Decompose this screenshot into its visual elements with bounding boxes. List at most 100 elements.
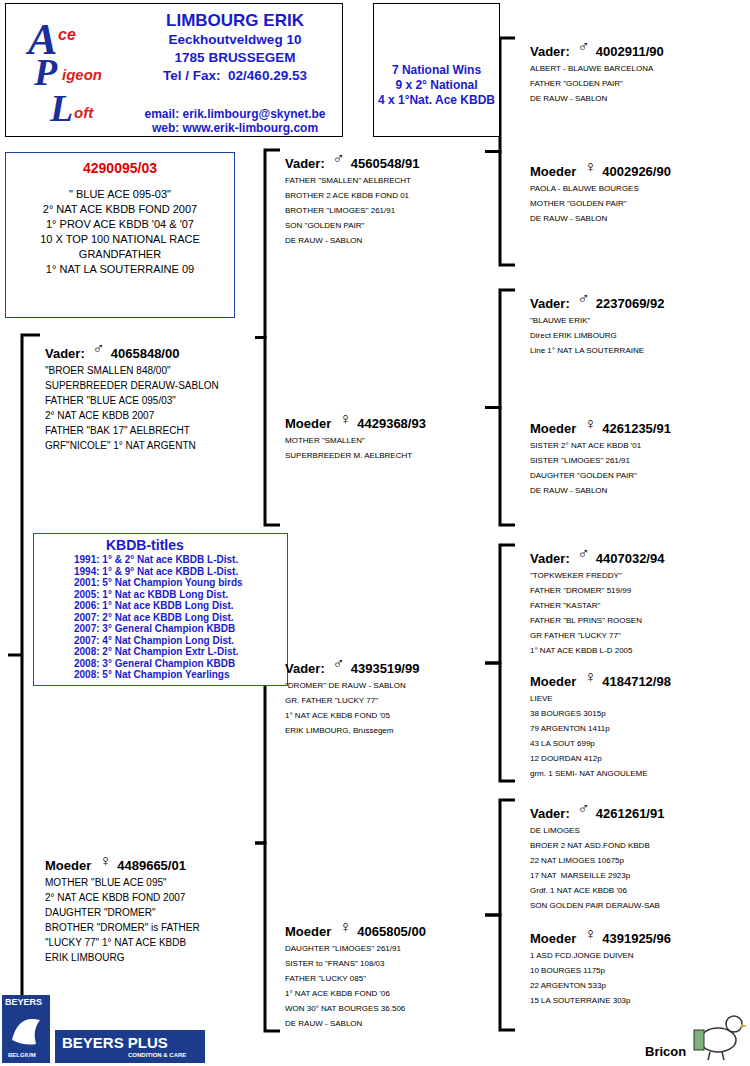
sex-symbol: ♀ <box>99 852 111 870</box>
entry-heading: Moeder♀4184712/98 <box>530 672 745 691</box>
entry-line: FATHER "BL PRINS" ROOSEN <box>530 613 745 628</box>
pedigree-entry: Vader:♂4393519/99"DROMER" DE RAUW - SABL… <box>280 655 485 755</box>
bricon-pigeon <box>694 1016 747 1060</box>
entry-line: BROER 2 NAT ASD.FOND KBDB <box>530 838 745 853</box>
parent-role: Vader: <box>285 155 325 173</box>
entry-line: DAUGHTER "DROMER" <box>45 905 255 920</box>
logo-letter: L <box>50 86 73 130</box>
entry-line: SUPERBREEDER DERAUW-SABLON <box>45 378 255 393</box>
ring-number: 4065805/00 <box>357 923 426 941</box>
sex-symbol: ♂ <box>333 655 345 673</box>
entry-line: SISTER to "FRANS" 108/03 <box>285 956 485 971</box>
logo-text: igeon <box>62 66 102 83</box>
address-block: LIMBOURG ERIKEeckhoutveldweg 101785 BRUS… <box>128 11 342 135</box>
entry-line: 1 ASD FCD.JONGE DUIVEN <box>530 948 745 963</box>
parent-role: Moeder <box>530 420 576 438</box>
entry-line: "DROMER" DE RAUW - SABLON <box>285 678 485 693</box>
parent-role: Moeder <box>45 857 91 875</box>
entry-line: DAUGHTER "LIMOGES" 261/91 <box>285 941 485 956</box>
entry-line: 17 NAT MARSEILLE 2923p <box>530 868 745 883</box>
breeder-name: LIMBOURG ERIK <box>128 11 342 31</box>
entry-heading: Moeder♀4391925/96 <box>530 929 745 948</box>
pedigree-bracket <box>255 338 280 526</box>
wins-line: 4 x 1°Nat. Ace KBDB <box>374 93 499 108</box>
beyers-logo <box>2 995 50 1063</box>
ring-number: 4429368/93 <box>357 415 426 433</box>
pedigree-bracket <box>485 408 515 526</box>
box-line: 10 X TOP 100 NATIONAL RACE <box>6 232 234 247</box>
sex-symbol: ♂ <box>578 38 590 56</box>
box-line: 2005: 1° Nat ac KBDB Long Dist. <box>74 589 283 601</box>
pedigree-entry: Vader:♂2237069/92"BLAUWE ERIK"Direct ERI… <box>515 290 745 395</box>
address-line: web: www.erik-limbourg.com <box>128 121 342 135</box>
sex-symbol: ♀ <box>584 925 596 943</box>
titles-box: KBDB-titles1991: 1° & 2° Nat ace KBDB L-… <box>33 533 288 686</box>
entry-line: SON "GOLDEN PAIR" <box>285 218 485 233</box>
entry-heading: Moeder♀4261235/91 <box>530 419 745 438</box>
box-line: " BLUE ACE 095-03" <box>6 187 234 202</box>
entry-heading: Vader:♂4065848/00 <box>45 344 255 363</box>
parent-role: Moeder <box>285 923 331 941</box>
entry-line: SUPERBREEDER M. AELBRECHT <box>285 448 485 463</box>
ring-number: 4560548/91 <box>351 155 420 173</box>
sex-symbol: ♀ <box>584 415 596 433</box>
entry-heading: Moeder♀4489665/01 <box>45 856 255 875</box>
pedigree-entry: Moeder♀4261235/91SISTER 2° NAT ACE KBDB … <box>515 415 745 525</box>
sponsor-name: Bricon <box>645 1044 686 1059</box>
entry-line: "LUCKY 77" 1° NAT ACE KBDB <box>45 935 255 950</box>
sex-symbol: ♀ <box>584 158 596 176</box>
box-line: 2006: 1° Nat ace KBDB Long Dist. <box>74 600 283 612</box>
entry-line: 15 LA SOUTERRAINE 303p <box>530 993 745 1008</box>
pedigree-bracket <box>485 915 515 1030</box>
box-line: 2008: 2° Nat Champion Extr L-Dist. <box>74 646 283 658</box>
entry-line: GR FATHER "LUCKY 77" <box>530 628 745 643</box>
entry-line: WON 30° NAT BOURGES 36.506 <box>285 1001 485 1016</box>
sex-symbol: ♂ <box>578 545 590 563</box>
entry-line: BROTHER "DROMER" is FATHER <box>45 920 255 935</box>
parent-role: Vader: <box>530 295 570 313</box>
entry-line: ERIK LIMBOURG, Brussegem <box>285 723 485 738</box>
sex-symbol: ♂ <box>578 800 590 818</box>
pedigree-bracket <box>485 290 515 408</box>
entry-heading: Moeder♀4429368/93 <box>285 414 485 433</box>
box-title: 4290095/03 <box>6 159 234 177</box>
entry-line: Direct ERIK LIMBOURG <box>530 328 745 343</box>
ring-number: 4261235/91 <box>602 420 671 438</box>
entry-line: ALBERT - BLAUWE BARCELONA <box>530 61 745 76</box>
entry-line: MOTHER "SMALLEN" <box>285 433 485 448</box>
entry-line: 43 LA SOUT 699p <box>530 736 745 751</box>
entry-line: DE RAUW - SABLON <box>285 233 485 248</box>
ring-number: 4002926/90 <box>602 163 671 181</box>
address-line: Eeckhoutveldweg 10 <box>128 31 342 49</box>
pedigree-entry: Moeder♀4002926/90PAOLA - BLAUWE BOURGESM… <box>515 158 745 265</box>
subject-box: 4290095/03" BLUE ACE 095-03"2° NAT ACE K… <box>5 152 235 318</box>
ring-number: 2237069/92 <box>596 295 665 313</box>
box-line: 2007: 2° Nat ace KBDB Long Dist. <box>74 612 283 624</box>
entry-line: FATHER "KASTAR" <box>530 598 745 613</box>
entry-line: 2° NAT ACE KBDB FOND 2007 <box>45 890 255 905</box>
entry-heading: Vader:♂4407032/94 <box>530 549 745 568</box>
entry-heading: Moeder♀4002926/90 <box>530 162 745 181</box>
parent-role: Vader: <box>45 345 85 363</box>
entry-line: SISTER "LIMOGES" 261/91 <box>530 453 745 468</box>
entry-line: 12 DOURDAN 412p <box>530 751 745 766</box>
ring-number: 4391925/96 <box>602 930 671 948</box>
entry-heading: Vader:♂4261261/91 <box>530 804 745 823</box>
entry-line: GRF"NICOLE" 1° NAT ARGENTN <box>45 438 255 453</box>
pedigree-bracket <box>485 545 515 663</box>
entry-line: DE LIMOGES <box>530 823 745 838</box>
sponsor-banner-text: BEYERS PLUS <box>62 1034 168 1051</box>
entry-line: FATHER "DROMER" 519/99 <box>530 583 745 598</box>
entry-line: 79 ARGENTON 1411p <box>530 721 745 736</box>
entry-line: DE RAUW - SABLON <box>285 1016 485 1031</box>
pedigree-entry: Moeder♀4184712/98LIEVE38 BOURGES 3015p79… <box>515 668 745 781</box>
entry-line: Grdf. 1 NAT ACE KBDB '06 <box>530 883 745 898</box>
sponsor-tagline: CONDITION & CARE <box>128 1052 186 1058</box>
logo-text: ce <box>58 26 76 44</box>
sex-symbol: ♂ <box>93 340 105 358</box>
entry-line: 1° NAT ACE KBDB FOND '06 <box>285 986 485 1001</box>
box-line: GRANDFATHER <box>6 247 234 262</box>
entry-line: 1° NAT ACE KBDB L-D 2005 <box>530 643 745 658</box>
entry-line: SON GOLDEN PAIR DERAUW-SAB <box>530 898 745 913</box>
entry-line: "BROER SMALLEN 848/00" <box>45 363 255 378</box>
